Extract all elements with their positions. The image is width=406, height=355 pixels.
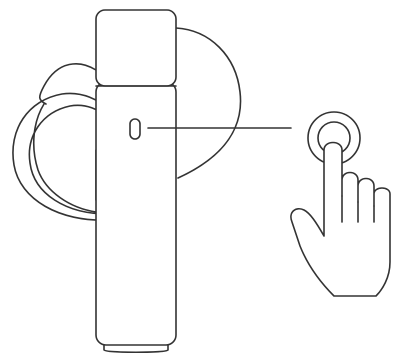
touch-sensor-icon [129,118,141,140]
ear-tip-icon [12,92,109,221]
pointing-hand [290,141,391,297]
tap-gesture-icon [290,111,391,297]
earbud-icon [95,9,177,354]
